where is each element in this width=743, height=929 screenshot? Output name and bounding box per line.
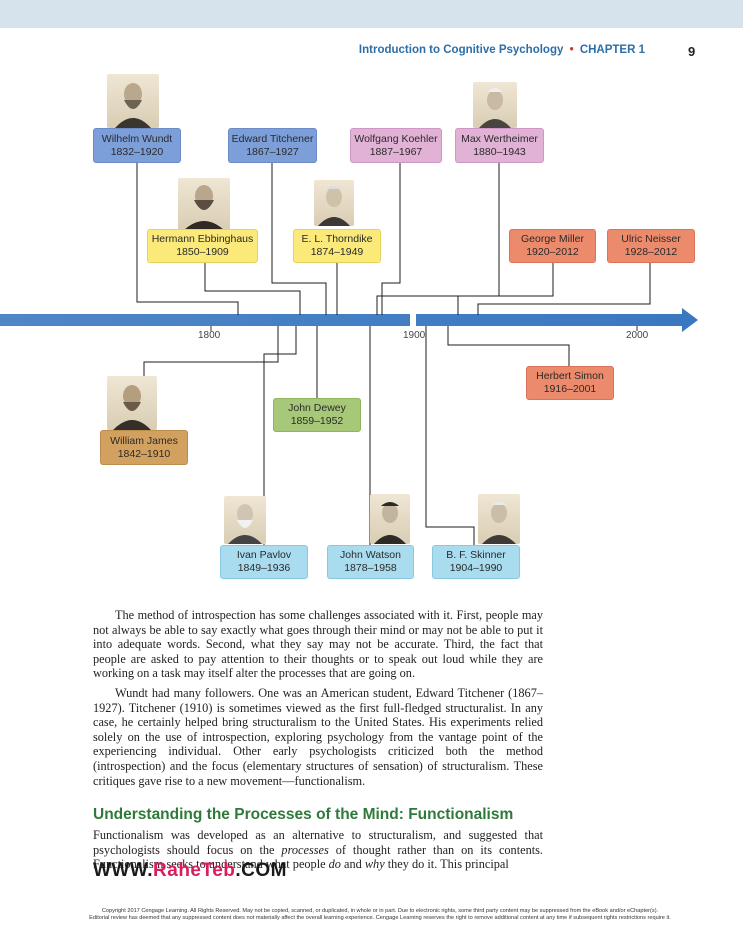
name-koehler: Wolfgang Koehler: [354, 132, 438, 145]
box-thorndike: E. L. Thorndike 1874–1949: [293, 229, 381, 263]
portrait-thorndike: [314, 180, 354, 226]
name-simon: Herbert Simon: [536, 370, 604, 382]
portrait-pavlov: [224, 496, 266, 544]
connector-ebbinghaus: [204, 263, 301, 315]
connector-pavlov: [263, 326, 297, 545]
box-neisser: Ulric Neisser 1928–2012: [607, 229, 695, 263]
box-james: William James 1842–1910: [100, 430, 188, 465]
box-skinner: B. F. Skinner 1904–1990: [432, 545, 520, 579]
dates-miller: 1920–2012: [526, 246, 579, 258]
bullet: •: [569, 44, 574, 56]
running-head: Introduction to Cognitive Psychology • C…: [359, 44, 645, 56]
portrait-wertheimer: [473, 82, 517, 128]
section-heading: Understanding the Processes of the Mind:…: [93, 806, 514, 823]
text-run: of thought rather than on its contents. …: [93, 842, 544, 872]
paragraph-text: Functionalism was developed as an altern…: [93, 828, 543, 872]
text-run: Functionalism was developed as an altern…: [93, 828, 543, 857]
connector-miller: [457, 263, 554, 315]
dates-pavlov: 1849–1936: [237, 562, 291, 574]
dates-neisser: 1928–2012: [624, 246, 678, 258]
dates-simon: 1916–2001: [543, 383, 597, 395]
timeline-bar: [0, 314, 682, 326]
timeline-graphic: [0, 163, 698, 545]
portrait-james: [107, 376, 157, 430]
dates-ebbinghaus: 1850–1909: [176, 246, 229, 258]
box-koehler: Wolfgang Koehler 1887–1967: [350, 128, 442, 163]
dates-wertheimer: 1880–1943: [473, 145, 526, 158]
box-wundt: Wilhelm Wundt 1832–1920: [93, 128, 181, 163]
text-run: and: [340, 857, 365, 872]
connector-james: [143, 326, 279, 430]
timeline-arrowhead: [682, 308, 698, 332]
name-james: William James: [110, 434, 178, 447]
dates-titchener: 1867–1927: [246, 145, 299, 158]
portrait-ebbinghaus: [178, 178, 230, 230]
connector-koehler: [381, 163, 401, 315]
page-number: 9: [688, 44, 696, 59]
name-thorndike: E. L. Thorndike: [301, 233, 373, 245]
copyright-line-2: Editorial review has deemed that any sup…: [89, 915, 671, 921]
connector-neisser: [477, 263, 651, 315]
portrait-watson: [370, 494, 410, 544]
dates-skinner: 1904–1990: [449, 562, 503, 574]
box-titchener: Edward Titchener 1867–1927: [228, 128, 317, 163]
emphasis: why: [364, 857, 385, 872]
year-1900: 1900: [403, 330, 426, 341]
dates-koehler: 1887–1967: [369, 145, 423, 158]
body-paragraph-2: Wundt had many followers. One was an Ame…: [93, 686, 543, 788]
box-wertheimer: Max Wertheimer 1880–1943: [455, 128, 544, 163]
connector-skinner: [425, 326, 475, 545]
connector-wundt: [136, 163, 239, 315]
dates-dewey: 1859–1952: [290, 415, 344, 427]
watermark-prefix: WWW.: [93, 860, 154, 881]
year-2000: 2000: [626, 330, 649, 341]
box-watson: John Watson 1878–1958: [327, 545, 414, 579]
connector-lines: [136, 163, 651, 545]
dates-james: 1842–1910: [117, 447, 171, 460]
name-pavlov: Ivan Pavlov: [236, 549, 292, 561]
watermark-accent: RaheTeb: [153, 860, 236, 881]
watermark-suffix: .COM: [235, 860, 287, 881]
body-paragraph-1: The method of introspection has some cha…: [93, 608, 543, 681]
chapter-label: CHAPTER 1: [579, 44, 645, 56]
connector-simon: [447, 326, 570, 366]
name-wertheimer: Max Wertheimer: [461, 132, 538, 145]
name-miller: George Miller: [520, 233, 585, 245]
portrait-skinner: [478, 494, 520, 544]
emphasis: processes: [281, 842, 329, 857]
emphasis: do: [328, 857, 341, 872]
box-miller: George Miller 1920–2012: [509, 229, 596, 263]
body-paragraph-3: Functionalism was developed as an altern…: [93, 828, 543, 872]
name-ebbinghaus: Hermann Ebbinghaus: [151, 233, 254, 245]
name-neisser: Ulric Neisser: [621, 233, 681, 245]
book-title: Introduction to Cognitive Psychology: [358, 44, 564, 56]
dates-thorndike: 1874–1949: [310, 246, 364, 258]
connector-wertheimer: [376, 163, 500, 315]
copyright-line-1: Copyright 2017 Cengage Learning. All Rig…: [101, 908, 659, 914]
name-wundt: Wilhelm Wundt: [101, 132, 173, 145]
year-1800: 1800: [198, 330, 221, 341]
box-simon: Herbert Simon 1916–2001: [526, 366, 614, 400]
box-pavlov: Ivan Pavlov 1849–1936: [220, 545, 308, 579]
paragraph-text: Wundt had many followers. One was an Ame…: [93, 686, 543, 788]
watermark-url: WWW.RaheTeb.COM: [93, 860, 287, 882]
top-band: [0, 0, 743, 28]
portrait-wundt: [107, 74, 159, 128]
copyright-notice: Copyright 2017 Cengage Learning. All Rig…: [60, 908, 700, 922]
connector-titchener: [271, 163, 327, 315]
dates-watson: 1878–1958: [344, 562, 397, 574]
text-run: they do it. This principal: [384, 857, 509, 872]
paragraph-text: The method of introspection has some cha…: [93, 608, 543, 681]
name-watson: John Watson: [340, 549, 401, 561]
name-skinner: B. F. Skinner: [446, 549, 506, 561]
name-titchener: Edward Titchener: [231, 132, 314, 145]
box-dewey: John Dewey 1859–1952: [273, 398, 361, 432]
box-ebbinghaus: Hermann Ebbinghaus 1850–1909: [147, 229, 258, 263]
dates-wundt: 1832–1920: [110, 145, 164, 158]
timeline-gap: [410, 312, 416, 328]
name-dewey: John Dewey: [288, 402, 346, 414]
